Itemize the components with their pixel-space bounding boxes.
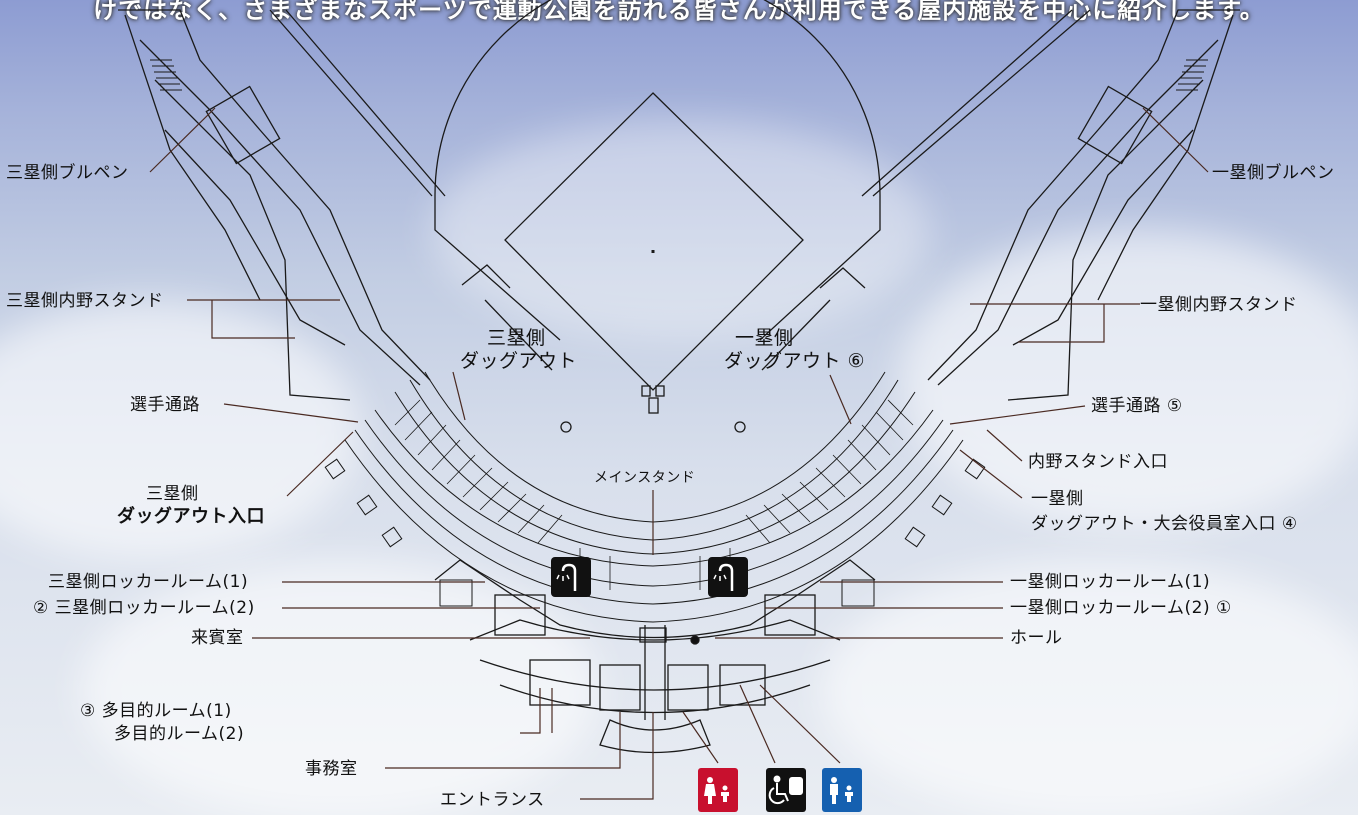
- first-base-dugout-label-2: ダッグアウト ⑥: [724, 350, 866, 372]
- main-stand-seating: [344, 371, 964, 623]
- first-base-bullpen-label: 一塁側ブルペン: [1212, 163, 1335, 183]
- utility-boxes: [324, 458, 986, 607]
- third-base-dugout-label-2: ダッグアウト: [460, 350, 578, 372]
- accessible-restroom-icon: [766, 768, 806, 812]
- seat-rows: [394, 399, 914, 590]
- lower-building: [434, 559, 876, 754]
- cloud: [820, 560, 1358, 815]
- third-base-dugout-label-1: 三塁側: [487, 327, 546, 349]
- infield-stand-entrance-label: 内野スタンド入口: [1028, 452, 1168, 472]
- third-base-infield-stand-label: 三塁側内野スタンド: [6, 291, 164, 311]
- first-base-locker-room-2-label: 一塁側ロッカールーム(2) ①: [1010, 598, 1232, 618]
- guest-room-label: 来賓室: [191, 628, 244, 648]
- infield-diamond: [504, 92, 804, 391]
- foul-line-left: [269, 9, 433, 197]
- right-wing-outer: [927, 9, 1240, 381]
- player-passage-right-label: 選手通路 ⑤: [1091, 396, 1183, 416]
- leader-lines: [149, 107, 1209, 800]
- foul-line-right: [872, 9, 1091, 197]
- multipurpose-room-2-label: 多目的ルーム(2): [114, 724, 245, 744]
- field-boundary: [434, 195, 881, 341]
- multipurpose-room-1-label: ③ 多目的ルーム(1): [80, 701, 232, 721]
- cloud: [900, 230, 1358, 530]
- first-base-locker-room-1-label: 一塁側ロッカールーム(1): [1010, 572, 1211, 592]
- female-restroom-icon: [698, 768, 738, 812]
- outfield-arc: [434, 0, 881, 196]
- main-stand-label: メインスタンド: [594, 470, 696, 486]
- shower-icon: [708, 557, 748, 597]
- third-base-locker-room-1-label: 三塁側ロッカールーム(1): [48, 572, 249, 592]
- entrance-label: エントランス: [440, 790, 545, 810]
- male-restroom-icon: [822, 768, 862, 812]
- foul-line-right-2: [861, 9, 1073, 197]
- shower-icon: [551, 557, 591, 597]
- first-base-infield-stand-label: 一塁側内野スタンド: [1140, 295, 1298, 315]
- stairs-left: [150, 59, 182, 91]
- first-base-dugout-officials-label-1: 一塁側: [1031, 489, 1084, 509]
- cloud: [430, 120, 930, 340]
- first-base-dugout-label-1: 一塁側: [735, 327, 794, 349]
- hall-label: ホール: [1010, 628, 1063, 648]
- cloud: [0, 300, 360, 560]
- first-base-dugout-officials-label-2: ダッグアウト・大会役員室入口 ④: [1031, 514, 1298, 534]
- foul-line-left-2: [285, 9, 446, 197]
- third-base-dugout-entrance-label-2: ダッグアウト入口: [117, 506, 265, 527]
- third-base-locker-room-2-label: ② 三塁側ロッカールーム(2): [33, 598, 255, 618]
- third-base-dugout-entrance-label-1: 三塁側: [146, 484, 199, 504]
- office-label: 事務室: [305, 759, 358, 779]
- third-base-bullpen-label: 三塁側ブルペン: [6, 163, 129, 183]
- player-passage-left-label: 選手通路: [130, 395, 200, 415]
- cloud: [80, 560, 600, 815]
- left-wing-outer: [118, 9, 431, 381]
- stairs-right: [1176, 59, 1208, 91]
